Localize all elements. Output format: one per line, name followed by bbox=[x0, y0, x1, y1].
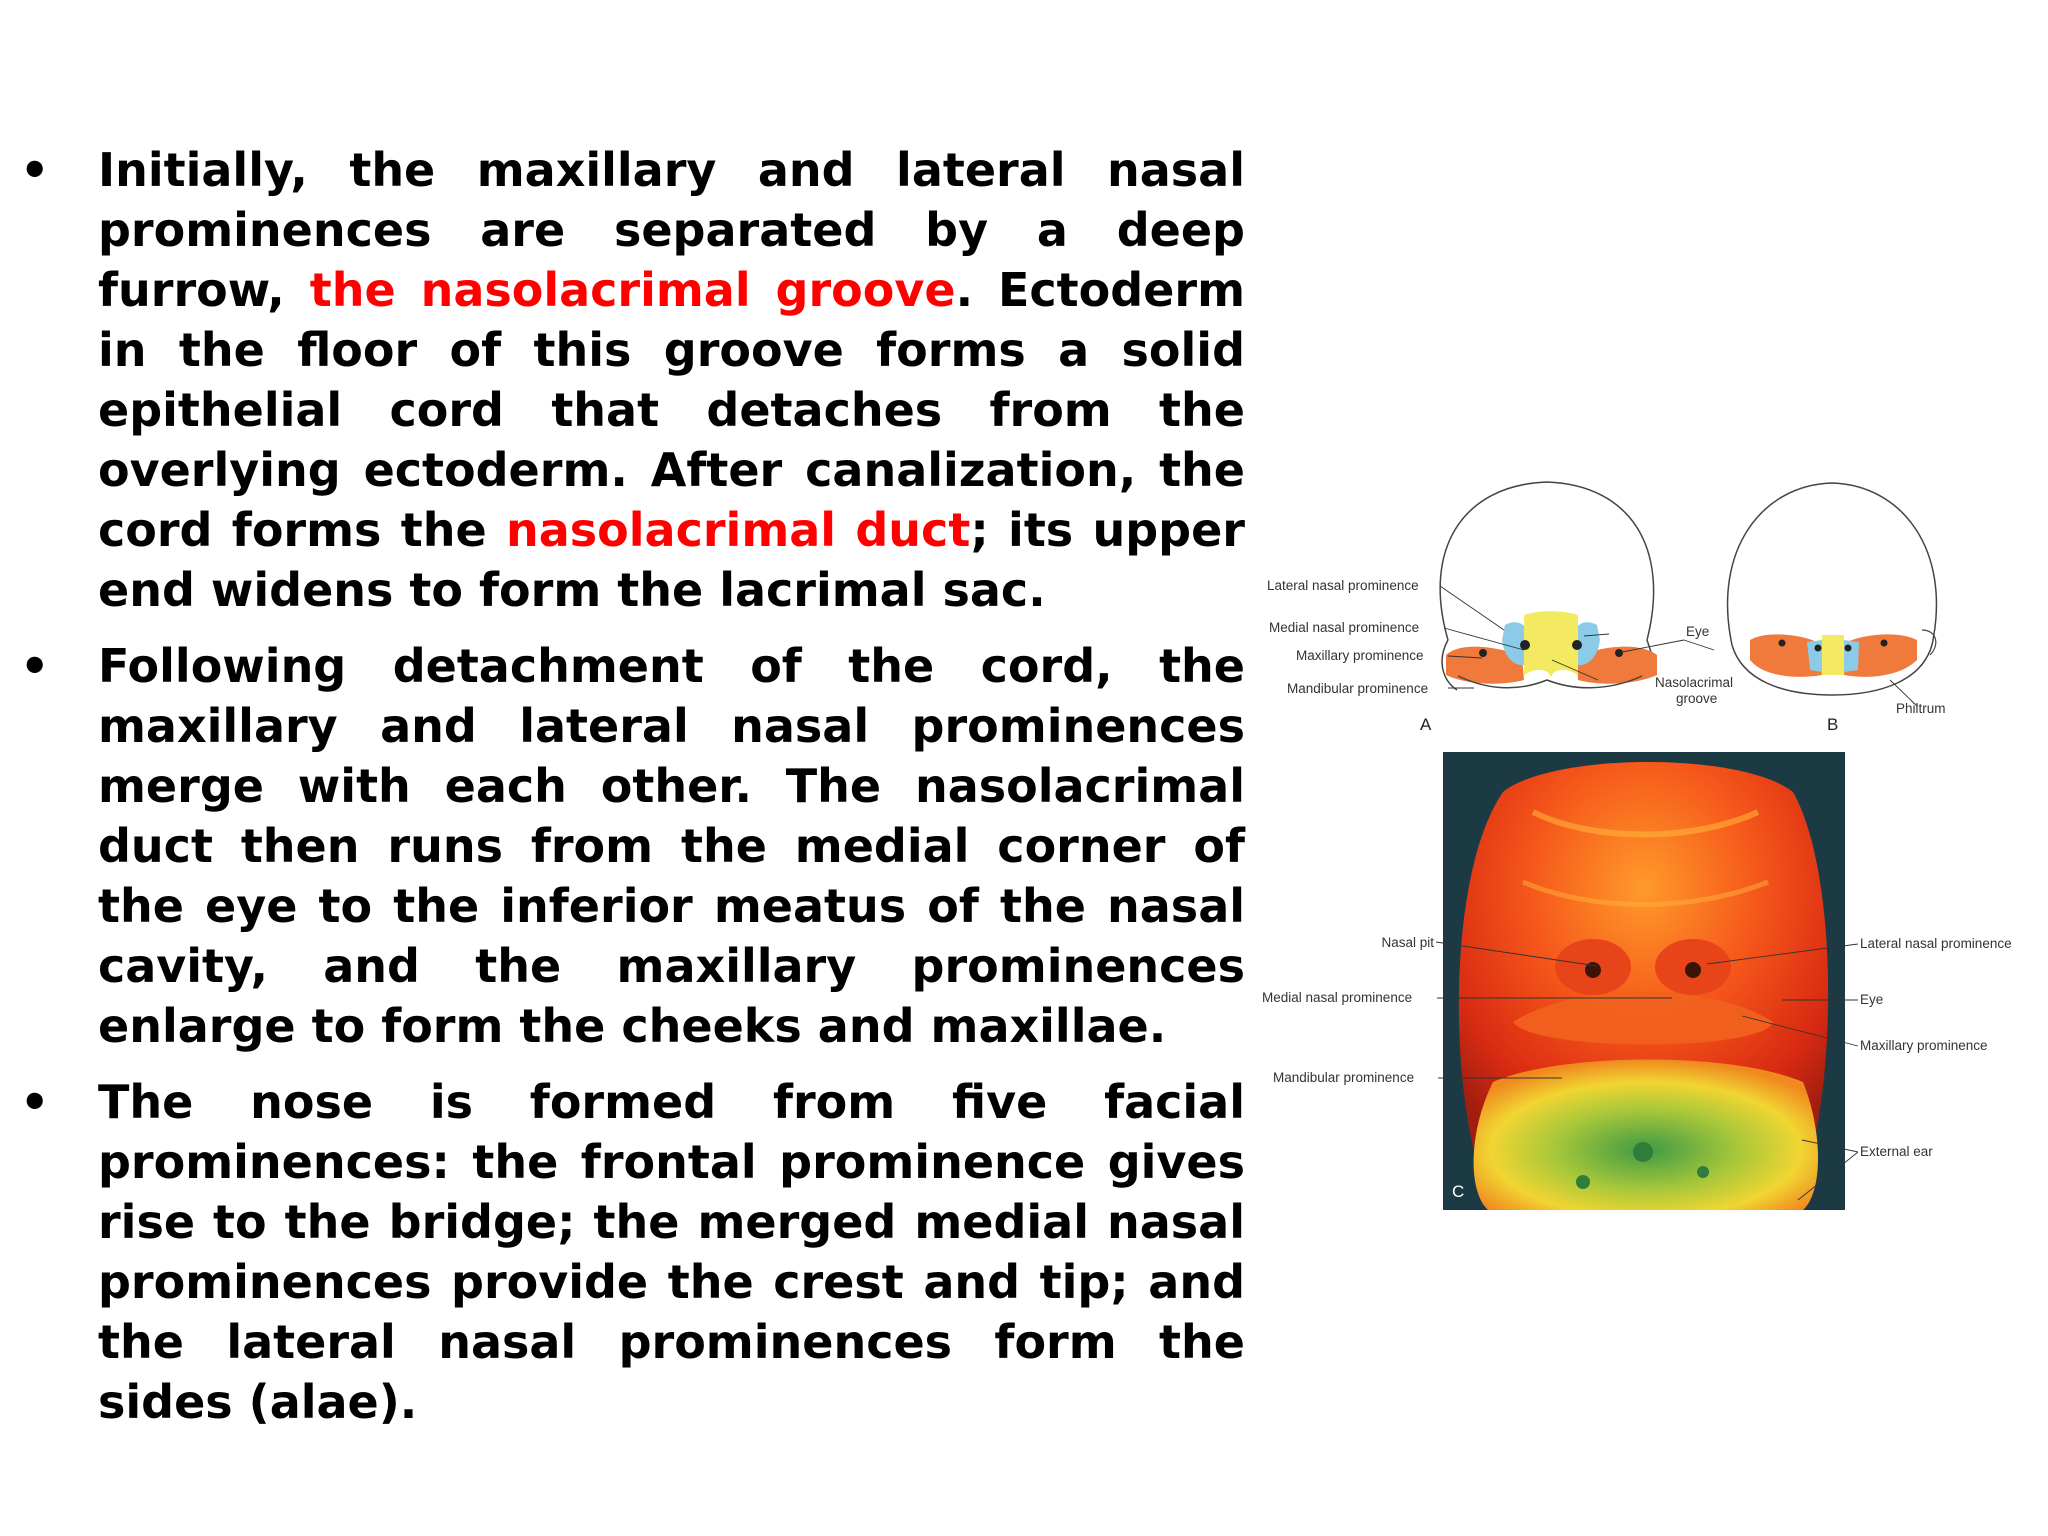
bullet-list: • Initially, the maxillary and lateral n… bbox=[0, 140, 1245, 1448]
bullet-text: . Ectoderm in the floor of this groove f… bbox=[98, 263, 1245, 557]
bullet-text: Initially, the maxillary and lateral nas… bbox=[98, 143, 1245, 317]
label-philtrum-b: Philtrum bbox=[1896, 701, 1946, 716]
bullet-text: ; its upper end widens to form the lacri… bbox=[98, 503, 1245, 617]
bullet-text: Following detachment of the cord, the ma… bbox=[98, 639, 1245, 1053]
label-medial-nasal-a: Medial nasal prominence bbox=[1269, 620, 1420, 635]
label-eye-c: Eye bbox=[1860, 992, 1884, 1007]
bullet-marker: • bbox=[20, 1075, 50, 1129]
label-lateral-nasal-a: Lateral nasal prominence bbox=[1267, 578, 1419, 593]
panel-letter-b: B bbox=[1827, 715, 1839, 734]
bullet-item-2: • Following detachment of the cord, the … bbox=[0, 636, 1245, 1056]
panel-c-leader-lines bbox=[1435, 941, 1859, 1201]
label-maxillary-c: Maxillary prominence bbox=[1860, 1038, 1988, 1053]
highlight-term-nasolacrimal-groove: the nasolacrimal groove bbox=[309, 263, 956, 317]
label-mandibular-a: Mandibular prominence bbox=[1287, 681, 1429, 696]
highlight-term-nasolacrimal-duct: nasolacrimal duct bbox=[506, 503, 971, 557]
label-nasal-pit-c: Nasal pit bbox=[1381, 935, 1434, 950]
bullet-marker: • bbox=[20, 639, 50, 693]
panel-letter-a: A bbox=[1420, 715, 1432, 734]
bullet-item-3: • The nose is formed from five facial pr… bbox=[0, 1072, 1245, 1432]
head-drawings bbox=[1439, 481, 1938, 707]
panel-letter-c: C bbox=[1452, 1182, 1465, 1201]
head-b-drawing bbox=[1726, 482, 1938, 696]
label-groove-a: groove bbox=[1676, 691, 1718, 706]
label-lateral-nasal-c: Lateral nasal prominence bbox=[1860, 936, 2012, 951]
label-eye-a: Eye bbox=[1686, 624, 1710, 639]
head-a-drawing bbox=[1439, 481, 1657, 691]
bullet-item-1: • Initially, the maxillary and lateral n… bbox=[0, 140, 1245, 620]
bullet-marker: • bbox=[20, 143, 50, 197]
embryo-sem-photo bbox=[1443, 752, 1845, 1210]
bullet-text: The nose is formed from five facial prom… bbox=[98, 1075, 1245, 1429]
label-mandibular-c: Mandibular prominence bbox=[1273, 1070, 1415, 1085]
label-maxillary-a: Maxillary prominence bbox=[1296, 648, 1424, 663]
label-medial-nasal-c: Medial nasal prominence bbox=[1262, 990, 1413, 1005]
label-external-ear-c: External ear bbox=[1860, 1144, 1933, 1159]
embryo-face-figure: Lateral nasal prominence Medial nasal pr… bbox=[1262, 480, 2048, 1230]
label-nasolacrimal-a: Nasolacrimal bbox=[1655, 675, 1734, 690]
